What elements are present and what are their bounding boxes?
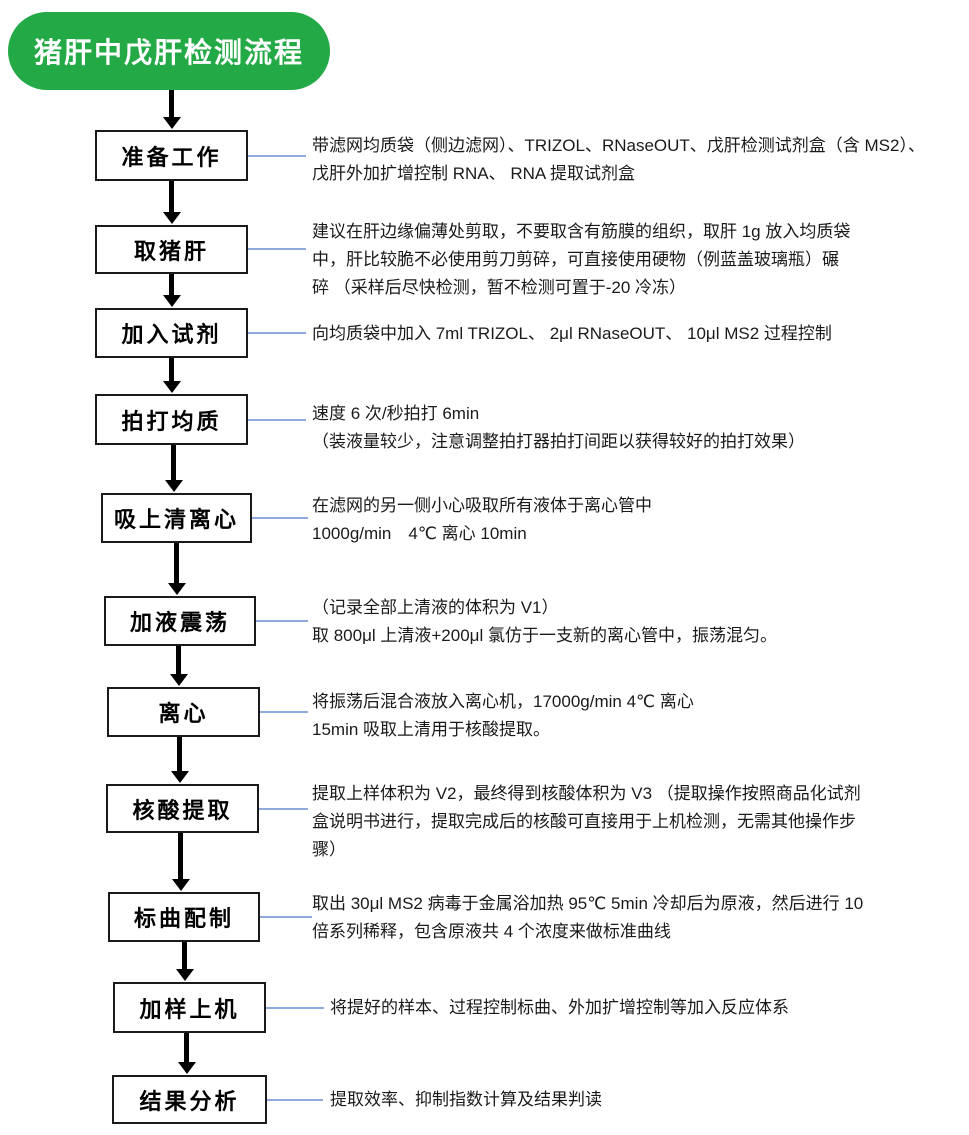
leader-line xyxy=(248,248,306,250)
leader-line xyxy=(260,711,308,713)
step-description: 带滤网均质袋（侧边滤网）、TRIZOL、RNaseOUT、戊肝检测试剂盒（含 M… xyxy=(312,136,925,183)
step-box-centrifuge: 离心 xyxy=(107,687,260,737)
step-label: 加液震荡 xyxy=(129,610,230,635)
step-label: 离心 xyxy=(158,701,209,726)
step-description: 将振荡后混合液放入离心机，17000g/min 4℃ 离心 15min 吸取上清… xyxy=(312,692,694,739)
leader-line xyxy=(252,517,308,519)
step-label: 拍打均质 xyxy=(121,408,222,434)
step-description: 速度 6 次/秒拍打 6min （装液量较少，注意调整拍打器拍打间距以获得较好的… xyxy=(312,404,805,451)
step-label: 取猪肝 xyxy=(133,238,209,264)
step-box-homogenize: 拍打均质 xyxy=(95,394,248,445)
step-box-aspirate-centrifuge: 吸上清离心 xyxy=(101,493,252,543)
arrow-down-icon xyxy=(176,646,181,675)
leader-line xyxy=(267,1099,323,1101)
step-label: 准备工作 xyxy=(121,144,222,170)
step-box-take-liver: 取猪肝 xyxy=(95,225,248,274)
flow-title: 猪肝中戊肝检测流程 xyxy=(33,37,304,68)
step-label: 结果分析 xyxy=(139,1088,240,1114)
step-description: 提取效率、抑制指数计算及结果判读 xyxy=(330,1090,602,1109)
step-description: （记录全部上清液的体积为 V1） 取 800μl 上清液+200μl 氯仿于一支… xyxy=(312,598,777,645)
leader-line xyxy=(256,620,308,622)
step-description: 建议在肝边缘偏薄处剪取，不要取含有筋膜的组织，取肝 1g 放入均质袋 中，肝比较… xyxy=(312,222,851,297)
arrow-down-icon xyxy=(178,833,183,880)
step-box-add-reagent: 加入试剂 xyxy=(95,308,248,358)
step-label: 加入试剂 xyxy=(121,322,222,347)
leader-line xyxy=(260,916,312,918)
step-box-standard-curve: 标曲配制 xyxy=(108,892,260,942)
leader-line xyxy=(266,1007,324,1009)
step-description: 取出 30μl MS2 病毒于金属浴加热 95℃ 5min 冷却后为原液，然后进… xyxy=(312,894,864,941)
step-box-load-sample: 加样上机 xyxy=(113,982,266,1033)
leader-line xyxy=(248,419,306,421)
step-description: 向均质袋中加入 7ml TRIZOL、 2μl RNaseOUT、 10μl M… xyxy=(312,324,832,343)
leader-line xyxy=(248,155,306,157)
arrow-down-icon xyxy=(169,181,174,213)
step-box-nucleic-extraction: 核酸提取 xyxy=(106,784,259,833)
step-description: 提取上样体积为 V2，最终得到核酸体积为 V3 （提取操作按照商品化试剂 盒说明… xyxy=(312,784,861,859)
flow-title-pill: 猪肝中戊肝检测流程 xyxy=(8,12,330,90)
leader-line xyxy=(259,808,308,810)
step-label: 标曲配制 xyxy=(133,906,234,931)
arrow-down-icon xyxy=(171,445,176,481)
arrow-down-icon xyxy=(184,1033,189,1063)
leader-line xyxy=(248,332,306,334)
arrow-down-icon xyxy=(177,737,182,772)
arrow-down-icon xyxy=(182,942,187,970)
step-description: 在滤网的另一侧小心吸取所有液体于离心管中 1000g/min 4℃ 离心 10m… xyxy=(312,496,652,543)
step-label: 吸上清离心 xyxy=(113,507,239,532)
step-box-result-analysis: 结果分析 xyxy=(112,1075,267,1124)
arrow-down-icon xyxy=(169,358,174,382)
step-label: 核酸提取 xyxy=(132,797,233,823)
arrow-down-icon xyxy=(169,274,174,296)
arrow-down-icon xyxy=(169,90,174,118)
step-box-add-liquid-shake: 加液震荡 xyxy=(104,596,256,646)
step-box-preparation: 准备工作 xyxy=(95,130,248,181)
arrow-down-icon xyxy=(174,543,179,584)
step-description: 将提好的样本、过程控制标曲、外加扩增控制等加入反应体系 xyxy=(330,998,789,1017)
step-label: 加样上机 xyxy=(139,996,240,1022)
